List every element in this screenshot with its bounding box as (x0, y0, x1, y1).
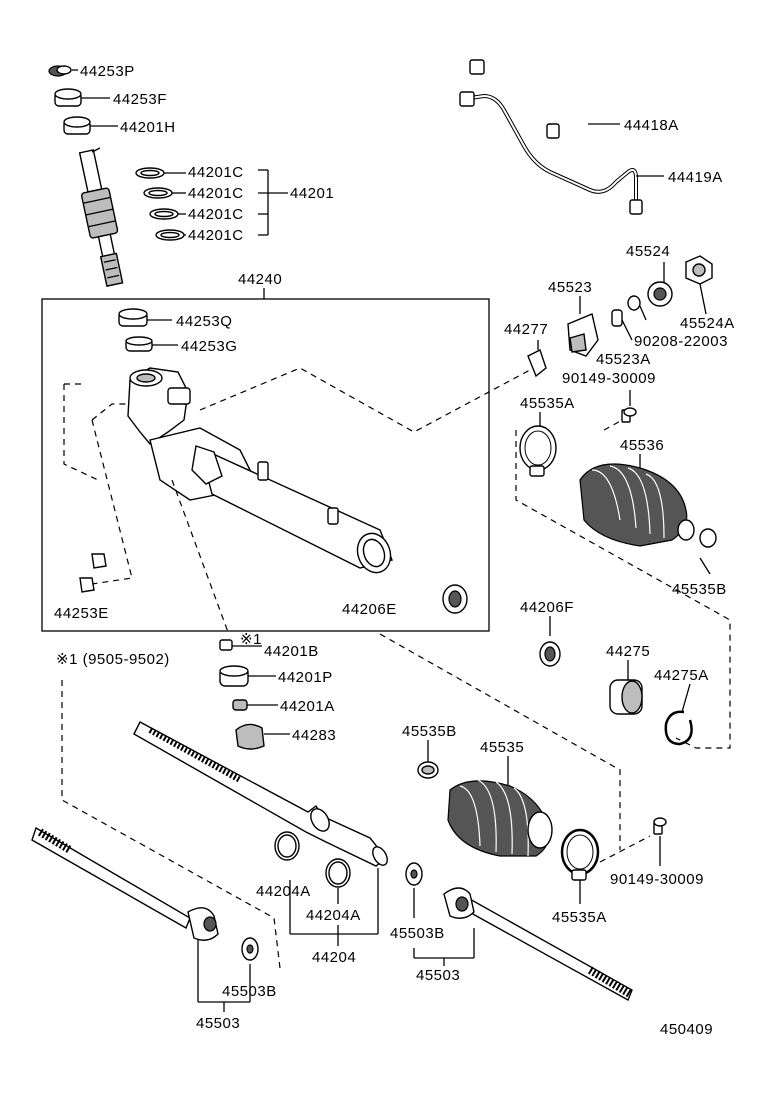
label-45503-right: 45503 (416, 967, 460, 984)
part-44206E-seal (442, 584, 468, 614)
label-44275A: 44275A (654, 667, 709, 684)
label-44240: 44240 (238, 271, 282, 288)
label-45523A: 45523A (596, 351, 651, 368)
part-45535A-clamp-bottom (560, 828, 600, 904)
label-45524: 45524 (626, 243, 670, 260)
label-44283: 44283 (292, 727, 336, 744)
label-45503B-right: 45503B (390, 925, 445, 942)
label-45524A: 45524A (680, 315, 735, 332)
part-90149-bolt-bottom (599, 817, 667, 866)
label-90208-22003: 90208-22003 (634, 333, 728, 350)
label-44419A: 44419A (668, 169, 723, 186)
label-44253P: 44253P (80, 63, 135, 80)
part-pressure-tubes (459, 59, 664, 215)
label-45535: 45535 (480, 739, 524, 756)
part-45503-tie-rod-right (405, 862, 633, 1001)
label-44201P: 44201P (278, 669, 333, 686)
part-44253F-seal (54, 88, 110, 107)
label-44204A-1: 44204A (256, 883, 311, 900)
part-rack-bar (133, 721, 388, 867)
label-45523: 45523 (548, 279, 592, 296)
part-44204A-rings (274, 831, 379, 946)
label-44204A-2: 44204A (306, 907, 361, 924)
part-44275-bushing (609, 660, 643, 715)
part-44201A-plug (232, 699, 278, 711)
part-45535B-clamp-mid (417, 740, 439, 779)
part-90149-bolt-top (603, 390, 637, 431)
label-90149-30009-top: 90149-30009 (562, 370, 656, 387)
part-45536-boot (579, 454, 717, 575)
label-44418A: 44418A (624, 117, 679, 134)
label-44275: 44275 (606, 643, 650, 660)
label-44201C-3: 44201C (188, 206, 244, 223)
part-labels: 44253P 44253F 44201H 44201C 44201C 44201… (54, 63, 735, 1038)
label-44253E: 44253E (54, 605, 109, 622)
label-44253Q: 44253Q (176, 313, 232, 330)
part-44253G-seal (125, 336, 178, 352)
label-44201A: 44201A (280, 698, 335, 715)
housing-assembly-box (41, 288, 490, 632)
part-44253Q-seal (118, 308, 172, 327)
label-44253G: 44253G (181, 338, 237, 355)
label-44204: 44204 (312, 949, 356, 966)
part-45535A-clamp-top (519, 412, 557, 477)
part-44283-cap (235, 723, 290, 750)
label-44206F: 44206F (520, 599, 574, 616)
part-45523-group (527, 255, 713, 378)
note-mark: ※1 (240, 631, 262, 648)
part-44206F-seal (539, 616, 561, 667)
label-44206E: 44206E (342, 601, 397, 618)
label-44201B: 44201B (264, 643, 319, 660)
part-44253P-nut (48, 65, 78, 77)
label-45535A-top: 45535A (520, 395, 575, 412)
label-45503-left: 45503 (196, 1015, 240, 1032)
diagram-id: 450409 (660, 1021, 713, 1038)
label-45535B-right: 45535B (672, 581, 727, 598)
part-44201B-plug (219, 639, 262, 651)
label-44277: 44277 (504, 321, 548, 338)
part-rack-housing (127, 367, 393, 574)
part-44253E-bushing (79, 553, 107, 593)
pinion-group (48, 65, 288, 287)
label-45503B-left: 45503B (222, 983, 277, 1000)
note-range: ※1 (9505-9502) (56, 651, 170, 668)
label-44201C-4: 44201C (188, 227, 244, 244)
part-44201P-seal (219, 665, 276, 687)
part-44201C-rings (135, 167, 288, 241)
label-45536: 45536 (620, 437, 664, 454)
part-45535-boot (447, 756, 553, 857)
part-45503-tie-rod-left (31, 826, 259, 1012)
label-90149-30009-bottom: 90149-30009 (610, 871, 704, 888)
dashed-leader-lines (61, 367, 731, 969)
label-45535B-mid: 45535B (402, 723, 457, 740)
part-44201H-seal (63, 116, 118, 135)
label-44201C-2: 44201C (188, 185, 244, 202)
label-44201H: 44201H (120, 119, 176, 136)
part-44201-pinion-shaft (78, 149, 124, 287)
label-44253F: 44253F (113, 91, 167, 108)
label-45535A-bottom: 45535A (552, 909, 607, 926)
label-44201: 44201 (290, 185, 334, 202)
part-44275A-snap-ring (664, 683, 693, 746)
label-44201C-1: 44201C (188, 164, 244, 181)
